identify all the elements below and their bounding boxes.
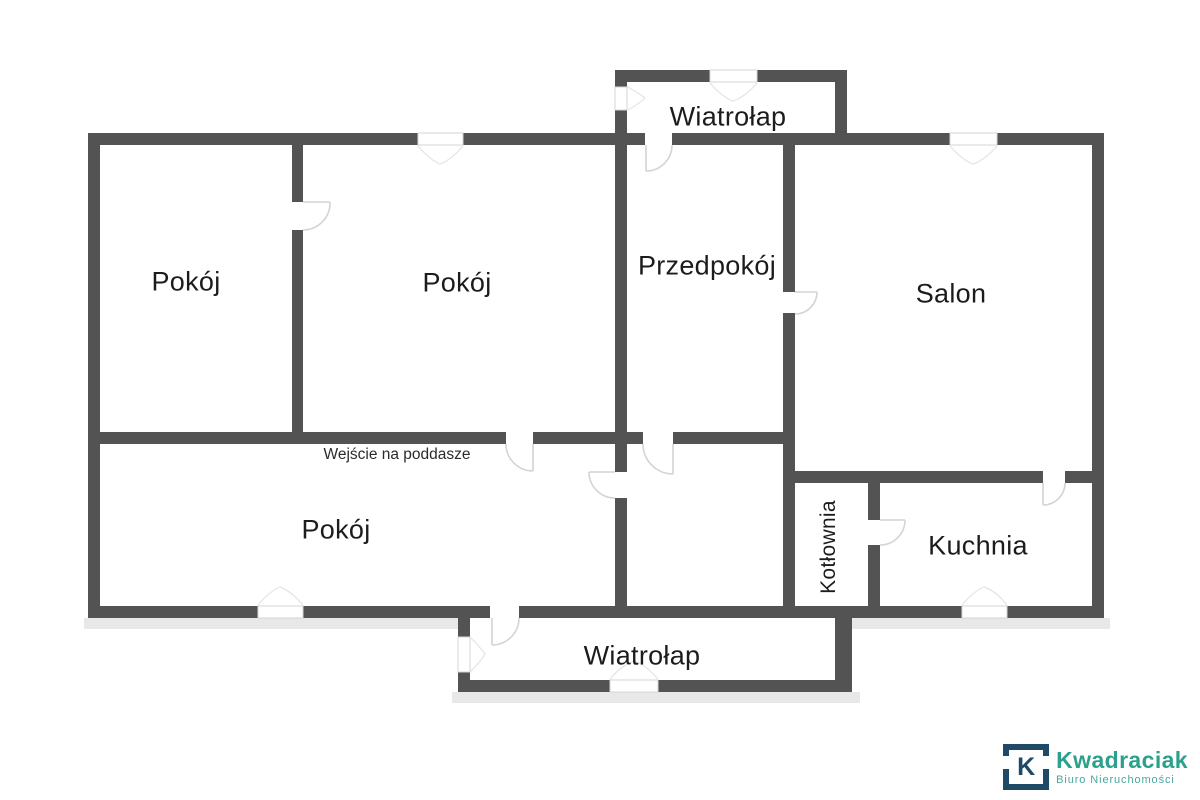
window-icon <box>417 132 464 165</box>
window-icon <box>709 69 758 102</box>
logo-frame-notch <box>1043 756 1051 769</box>
brand-monogram-icon: K <box>1002 744 1051 790</box>
door-swing-icon <box>505 443 534 472</box>
brand-tagline: Biuro Nieruchomości <box>1056 773 1175 786</box>
window-icon <box>257 586 304 619</box>
room-label-wiatrolap-top: Wiatrołap <box>669 101 787 132</box>
brand-monogram-letter: K <box>1017 752 1036 781</box>
room-label-salon: Salon <box>915 278 987 309</box>
room-label-pokoj-bottom: Pokój <box>301 514 371 545</box>
door-swing-icon <box>302 201 331 231</box>
room-label-wiatrolap-bottom: Wiatrołap <box>583 640 701 671</box>
room-label-pokoj-middle: Pokój <box>422 267 492 298</box>
window-icon <box>949 132 998 165</box>
door-swing-icon <box>1042 482 1066 506</box>
door-swing-icon <box>879 519 906 546</box>
door-swing-icon <box>588 471 616 499</box>
room-label-pokoj-left: Pokój <box>151 266 221 297</box>
brand-name: Kwadraciak <box>1056 747 1188 774</box>
attic-entrance-label: Wejście na poddasze <box>323 446 471 463</box>
windows <box>257 69 1008 693</box>
window-icon <box>609 660 659 693</box>
room-label-kuchnia: Kuchnia <box>928 530 1028 561</box>
door-swing-icon <box>491 617 520 646</box>
window-icon <box>614 86 646 111</box>
window-icon <box>961 586 1008 619</box>
door-swing-icon <box>645 144 673 172</box>
room-label-przedpokoj: Przedpokój <box>637 250 777 281</box>
logo-frame-notch <box>1002 756 1010 769</box>
shadow-group <box>84 618 1110 703</box>
brand-logo: K Kwadraciak Biuro Nieruchomości <box>1002 744 1188 790</box>
door-swing-icon <box>794 291 818 315</box>
doors <box>302 144 1066 646</box>
room-label-kotlownia: Kotłownia <box>817 500 840 594</box>
door-swing-icon <box>642 443 674 475</box>
window-icon <box>457 636 486 673</box>
walls <box>88 70 1104 692</box>
